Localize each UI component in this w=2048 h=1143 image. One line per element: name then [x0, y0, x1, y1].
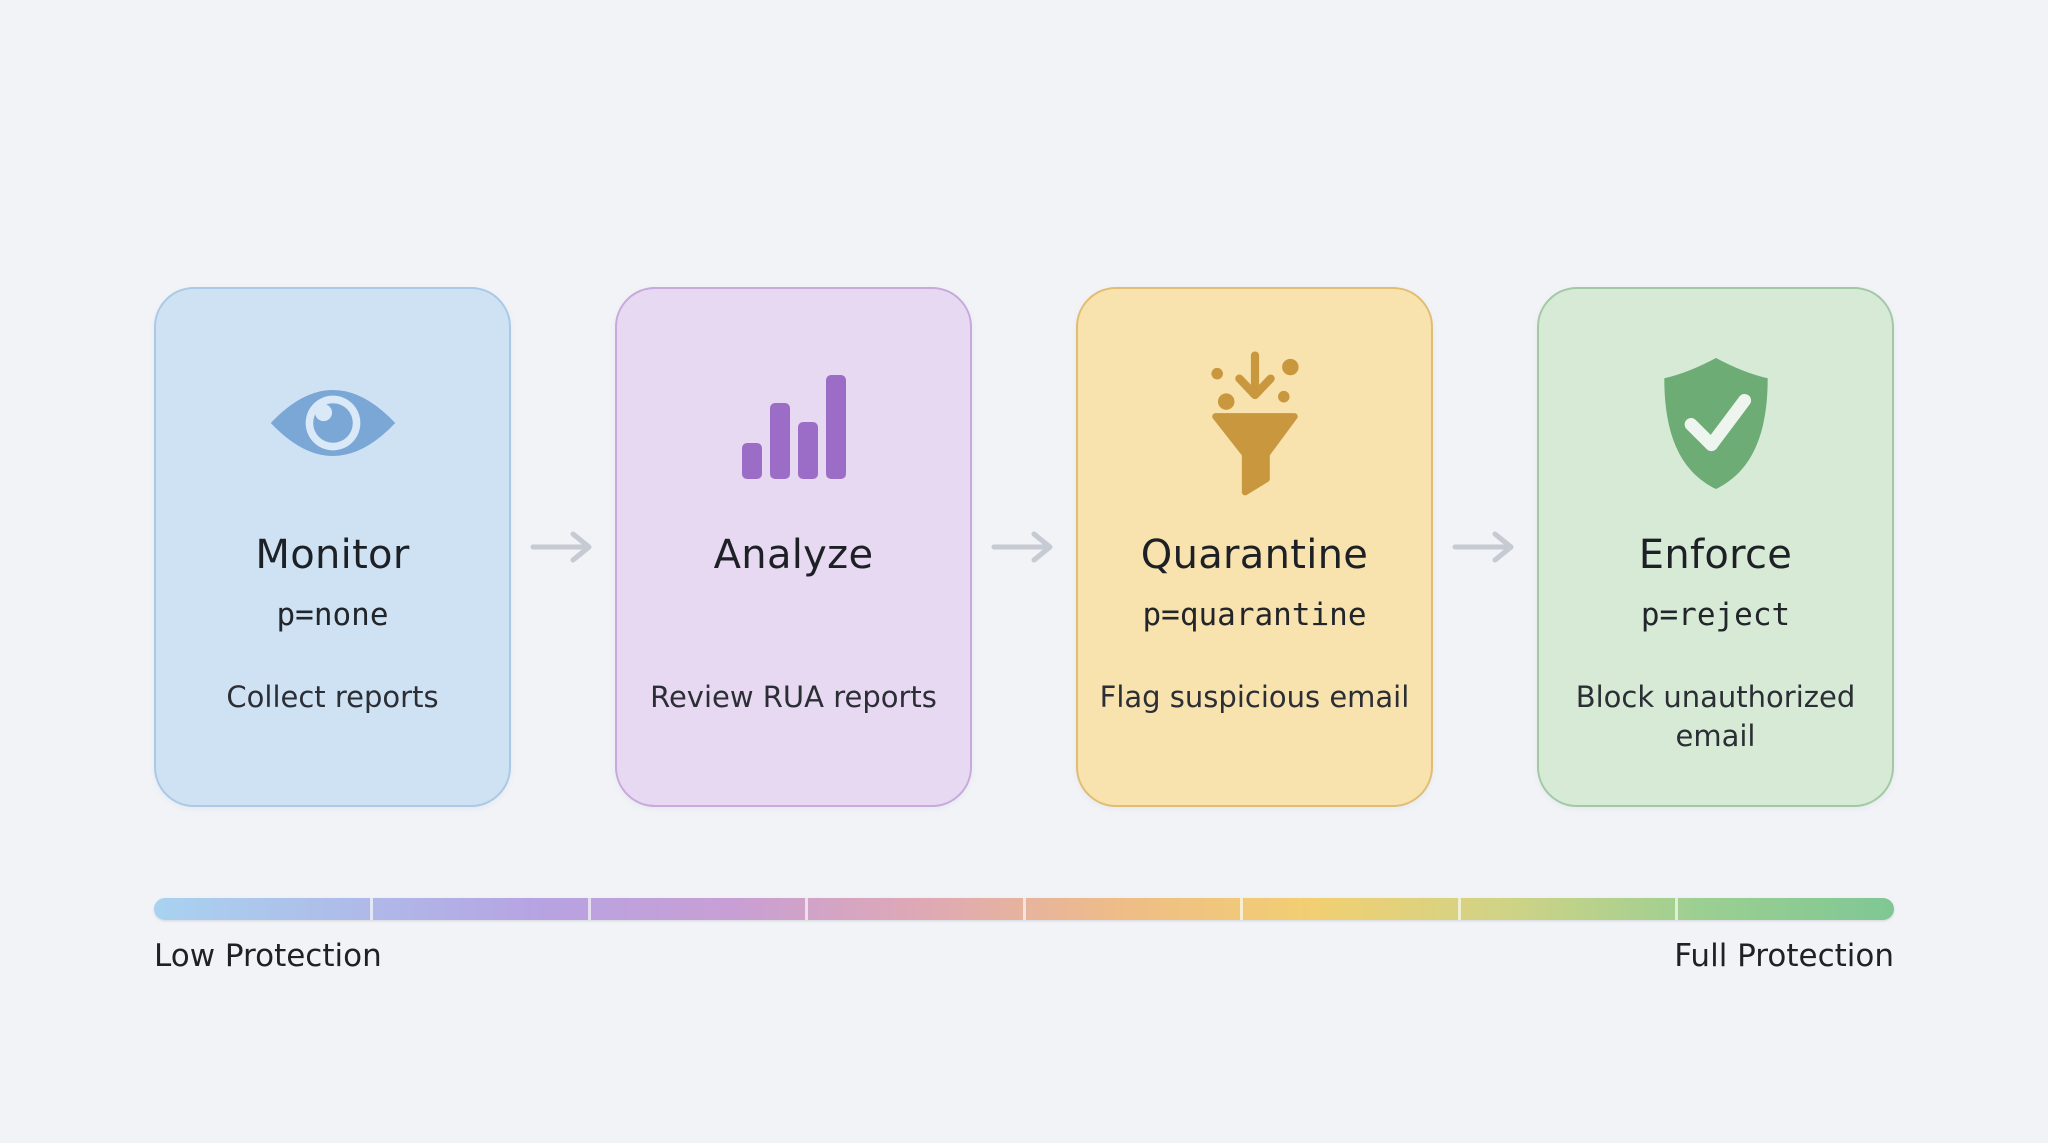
stage-title: Enforce — [1638, 532, 1793, 578]
stage-title: Analyze — [713, 532, 874, 578]
stage-policy: p=reject — [1640, 597, 1791, 633]
scale-tick — [1240, 898, 1243, 920]
stage-description: Collect reports — [226, 680, 439, 714]
stages-row: Monitor p=none Collect reports Analyze — [154, 287, 1894, 807]
stage-policy: p=none — [276, 597, 389, 633]
low-protection-label: Low Protection — [154, 938, 382, 974]
stage-description: Review RUA reports — [650, 680, 937, 714]
protection-scale-labels: Low Protection Full Protection — [154, 936, 1894, 976]
funnel-icon — [1078, 344, 1431, 502]
stage-card-analyze: Analyze Review RUA reports — [615, 287, 972, 807]
stage-title: Monitor — [255, 532, 410, 578]
full-protection-label: Full Protection — [1674, 938, 1894, 974]
stage-card-monitor: Monitor p=none Collect reports — [154, 287, 511, 807]
protection-gradient-bar — [154, 898, 1894, 920]
stage-title: Quarantine — [1140, 532, 1369, 578]
scale-tick — [370, 898, 373, 920]
bar-chart-icon — [617, 344, 970, 502]
scale-tick — [1022, 898, 1026, 920]
scale-tick — [1457, 898, 1461, 920]
eye-icon — [156, 344, 509, 502]
scale-tick — [1675, 898, 1678, 920]
scale-tick — [587, 898, 591, 920]
stage-policy: p=quarantine — [1142, 597, 1367, 633]
scale-tick — [805, 898, 808, 920]
stage-card-quarantine: Quarantine p=quarantine Flag suspicious … — [1076, 287, 1433, 807]
flow-arrow-icon — [1452, 529, 1518, 565]
stage-description: Block unauthorized email — [1575, 680, 1856, 753]
flow-arrow-icon — [991, 529, 1057, 565]
shield-check-icon — [1539, 344, 1892, 502]
stage-card-enforce: Enforce p=reject Block unauthorized emai… — [1537, 287, 1894, 807]
stage-description: Flag suspicious email — [1099, 680, 1410, 714]
flow-arrow-icon — [530, 529, 596, 565]
